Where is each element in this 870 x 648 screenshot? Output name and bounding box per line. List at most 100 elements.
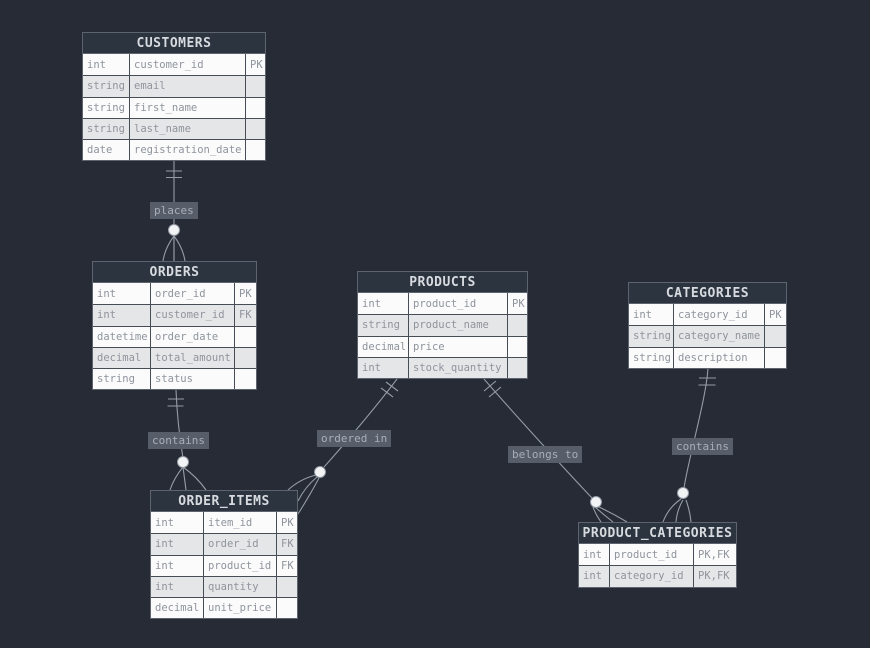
cell-key	[235, 369, 256, 389]
table-row: int order_id PK	[93, 283, 256, 305]
cell-field: registration_date	[130, 140, 246, 161]
cell-type: int	[93, 305, 151, 326]
cell-key: FK	[239, 309, 252, 322]
table-row: decimal price	[358, 335, 527, 357]
cell-type: string	[629, 326, 674, 347]
cell-key: PK	[769, 308, 782, 321]
cell-key	[508, 315, 527, 335]
cell-type: int	[93, 283, 151, 305]
cell-type: int	[151, 512, 204, 534]
cell-key	[277, 577, 297, 597]
cell-key: FK	[281, 538, 294, 551]
cell-type: int	[83, 54, 130, 76]
cell-field: description	[674, 347, 765, 368]
table-row: datetime order_date	[93, 325, 256, 347]
table-title: CATEGORIES	[629, 283, 786, 304]
table-title: PRODUCT_CATEGORIES	[579, 523, 736, 544]
cell-field: price	[409, 336, 508, 357]
cell-field: item_id	[204, 512, 277, 534]
table-row: int customer_id FK	[93, 304, 256, 326]
table-row: decimal unit_price	[151, 597, 297, 619]
cell-type: int	[579, 566, 610, 587]
table-row: int product_id PK,FK	[579, 544, 736, 566]
relationship-label-places[interactable]: places	[150, 202, 198, 219]
table-title: CUSTOMERS	[83, 33, 265, 54]
relationship-label-orders-contains[interactable]: contains	[148, 432, 209, 449]
table-title: ORDER_ITEMS	[151, 491, 297, 512]
cell-field: first_name	[130, 97, 246, 118]
cell-key	[508, 337, 527, 357]
table-row: string product_name	[358, 314, 527, 336]
table-row: int stock_quantity	[358, 356, 527, 379]
cell-field: quantity	[204, 576, 277, 598]
cell-type: int	[579, 544, 610, 566]
cell-key	[277, 598, 297, 618]
table-row: string status	[93, 368, 256, 390]
cell-type: string	[83, 97, 130, 118]
table-row: int item_id PK	[151, 512, 297, 534]
cell-key: PK	[250, 58, 263, 71]
one-notation-places	[166, 170, 182, 179]
cell-field: unit_price	[204, 598, 277, 619]
cell-field: category_id	[674, 304, 765, 326]
cell-type: string	[629, 347, 674, 368]
entity-table-products[interactable]: PRODUCTS int product_id PK string produc…	[357, 271, 528, 380]
table-row: int customer_id PK	[83, 54, 265, 76]
cell-field: category_id	[610, 566, 694, 587]
cell-field: status	[151, 369, 235, 390]
table-row: string description	[629, 346, 786, 368]
cell-field: product_id	[204, 555, 277, 576]
cell-field: product_id	[409, 293, 508, 315]
cell-field: last_name	[130, 118, 246, 140]
one-notation-ordered-in	[380, 381, 399, 398]
table-row: int order_id FK	[151, 533, 297, 555]
cell-type: int	[151, 534, 204, 555]
zero-notation-categories-contains	[677, 487, 689, 499]
entity-table-customers[interactable]: CUSTOMERS int customer_id PK string emai…	[82, 32, 266, 162]
one-notation-orders-contains	[167, 398, 184, 407]
cell-key: FK	[281, 559, 294, 572]
cell-field: category_name	[674, 326, 765, 347]
cell-type: int	[629, 304, 674, 326]
cell-field: order_date	[151, 326, 235, 347]
cell-key	[246, 76, 265, 96]
cell-key	[246, 98, 265, 118]
one-notation-categories-contains	[698, 377, 716, 386]
entity-table-orders[interactable]: ORDERS int order_id PK int customer_id F…	[92, 261, 257, 391]
table-row: string email	[83, 75, 265, 97]
cell-type: decimal	[151, 598, 204, 619]
cell-key	[765, 326, 786, 346]
table-row: int product_id FK	[151, 554, 297, 576]
cell-type: string	[83, 118, 130, 140]
relationship-label-belongs-to[interactable]: belongs to	[508, 446, 583, 463]
cell-type: decimal	[358, 336, 409, 357]
relationship-label-ordered-in[interactable]: ordered in	[317, 430, 392, 447]
cell-type: string	[83, 76, 130, 97]
table-title: PRODUCTS	[358, 272, 527, 293]
entity-table-order-items[interactable]: ORDER_ITEMS int item_id PK int order_id …	[150, 490, 298, 620]
entity-table-product-categories[interactable]: PRODUCT_CATEGORIES int product_id PK,FK …	[578, 522, 737, 588]
table-title: ORDERS	[93, 262, 256, 283]
table-row: string first_name	[83, 96, 265, 118]
table-row: int product_id PK	[358, 293, 527, 315]
zero-notation-places	[168, 224, 180, 236]
relationship-label-categories-contains[interactable]: contains	[672, 438, 733, 455]
cell-key	[235, 348, 256, 368]
zero-notation-ordered-in	[314, 466, 326, 478]
crow-foot-categories-contains	[662, 498, 692, 523]
cell-field: product_id	[610, 544, 694, 566]
cell-type: decimal	[93, 347, 151, 369]
cell-type: int	[151, 555, 204, 576]
cell-field: product_name	[409, 315, 508, 336]
cell-type: int	[358, 293, 409, 315]
cell-type: int	[358, 357, 409, 379]
table-row: string last_name	[83, 117, 265, 140]
one-notation-belongs-to	[483, 380, 502, 398]
crow-foot-orders-contains	[169, 466, 207, 491]
entity-table-categories[interactable]: CATEGORIES int category_id PK string cat…	[628, 282, 787, 369]
cell-key: PK	[239, 287, 252, 300]
cell-field: order_id	[151, 283, 235, 305]
cell-key: PK,FK	[698, 548, 730, 561]
cell-key: PK	[512, 297, 525, 310]
crow-foot-belongs-to	[592, 505, 628, 523]
